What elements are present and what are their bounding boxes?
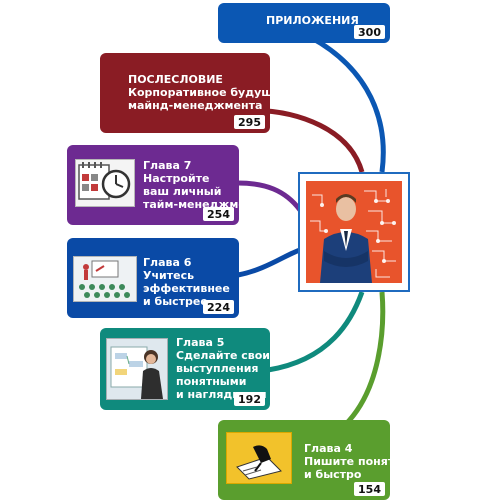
card-chapter-7-line-3: ваш личный	[143, 185, 222, 198]
card-chapter-6-line-1: Глава 6	[143, 256, 192, 269]
card-chapter-4-line-2: Пишите понятно	[304, 455, 390, 468]
connector-ch7	[237, 180, 302, 212]
speaker-woman-icon	[106, 338, 168, 400]
card-afterword[interactable]: ПОСЛЕСЛОВИЕ Корпоративное будущее майнд-…	[100, 53, 270, 133]
card-chapter-5-line-1: Глава 5	[176, 336, 225, 349]
card-chapter-5-line-4: понятными	[176, 375, 247, 388]
card-afterword-line-2: Корпоративное будущее	[128, 86, 270, 99]
connector-appendix	[298, 29, 386, 173]
card-chapter-5[interactable]: Глава 5 Сделайте свои выступления понятн…	[100, 328, 270, 410]
card-appendix-line-1: ПРИЛОЖЕНИЯ	[266, 14, 359, 27]
card-chapter-7[interactable]: Глава 7 Настройте ваш личный тайм-менедж…	[67, 145, 239, 225]
card-chapter-6-page: 224	[203, 300, 234, 314]
connector-ch4	[343, 291, 386, 427]
card-chapter-6-line-4: и быстрее	[143, 295, 208, 308]
card-chapter-5-line-2: Сделайте свои	[176, 349, 270, 362]
card-appendix-page: 300	[354, 25, 385, 39]
card-afterword-line-3: майнд-менеджмента	[128, 99, 263, 112]
card-chapter-5-line-3: выступления	[176, 362, 259, 375]
card-chapter-4-line-1: Глава 4	[304, 442, 353, 455]
card-chapter-5-page: 192	[234, 392, 265, 406]
card-afterword-line-1: ПОСЛЕСЛОВИЕ	[128, 73, 223, 86]
card-chapter-4-line-3: и быстро	[304, 468, 362, 481]
card-chapter-7-page: 254	[203, 207, 234, 221]
connector-ch5	[267, 291, 365, 373]
card-afterword-page: 295	[234, 115, 265, 129]
center-node	[298, 172, 410, 292]
writing-hand-icon	[226, 432, 292, 484]
card-chapter-7-line-1: Глава 7	[143, 159, 192, 172]
calendar-clock-icon	[75, 159, 135, 207]
author-portrait-icon	[306, 181, 402, 283]
connector-ch6	[237, 247, 301, 278]
card-chapter-4-page: 154	[354, 482, 385, 496]
card-appendix[interactable]: ПРИЛОЖЕНИЯ 300	[218, 3, 390, 43]
card-chapter-6[interactable]: Глава 6 Учитесь эффективнее и быстрее 22…	[67, 238, 239, 318]
presentation-audience-icon	[73, 256, 137, 302]
card-chapter-6-line-3: эффективнее	[143, 282, 230, 295]
card-chapter-6-line-2: Учитесь	[143, 269, 195, 282]
card-chapter-7-line-2: Настройте	[143, 172, 210, 185]
card-chapter-4[interactable]: Глава 4 Пишите понятно и быстро 154	[218, 420, 390, 500]
